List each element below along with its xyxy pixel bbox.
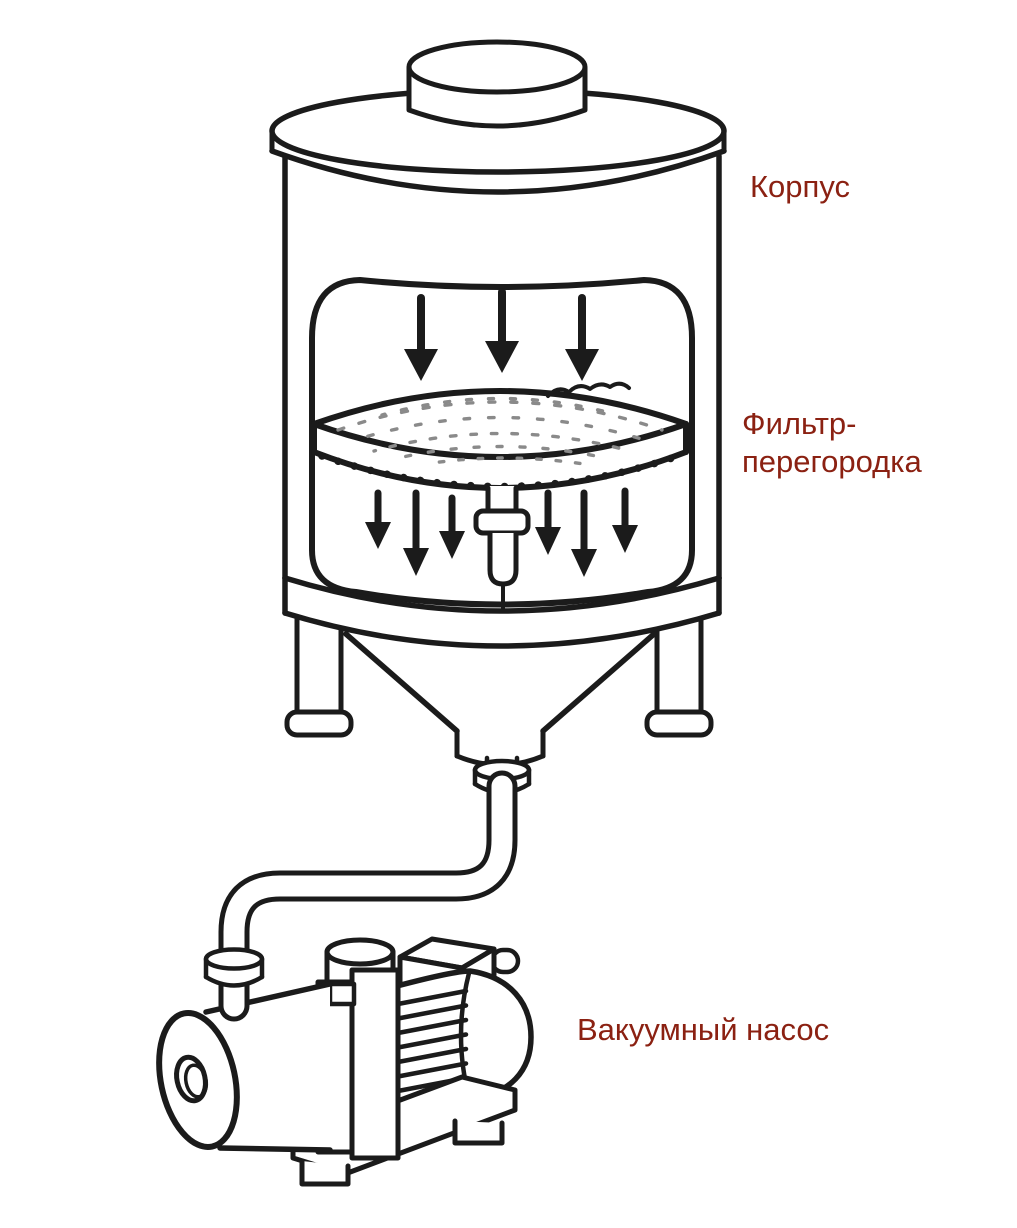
- vacuum-pipe: [218, 770, 518, 1022]
- discharge-cone: [343, 631, 657, 773]
- label-filter-partition: Фильтр- перегородка: [742, 405, 922, 481]
- pump-head: [156, 981, 333, 1153]
- flow-arrows-top: [404, 288, 599, 381]
- filter-plate: [311, 381, 689, 491]
- label-filter-line2: перегородка: [742, 444, 922, 479]
- label-housing: Корпус: [750, 169, 850, 204]
- bottom-rim: [282, 575, 722, 649]
- vessel-lid: [269, 39, 727, 195]
- label-vacuum-pump: Вакуумный насос: [577, 1012, 830, 1047]
- label-filter-line1: Фильтр-: [742, 406, 857, 441]
- inner-chamber-window: [309, 277, 695, 608]
- inlet-port: [174, 1054, 209, 1104]
- vacuum-pump: [156, 936, 534, 1187]
- flow-arrows-bottom: [365, 487, 638, 577]
- pump-bracket: [315, 967, 401, 1161]
- cake-crest: [546, 381, 631, 398]
- pipe-flange: [203, 947, 265, 988]
- perforation-holes: [318, 452, 682, 491]
- filter-cake-speckles: [336, 396, 664, 466]
- vessel-body: [282, 153, 722, 581]
- lid-nozzle: [406, 39, 588, 129]
